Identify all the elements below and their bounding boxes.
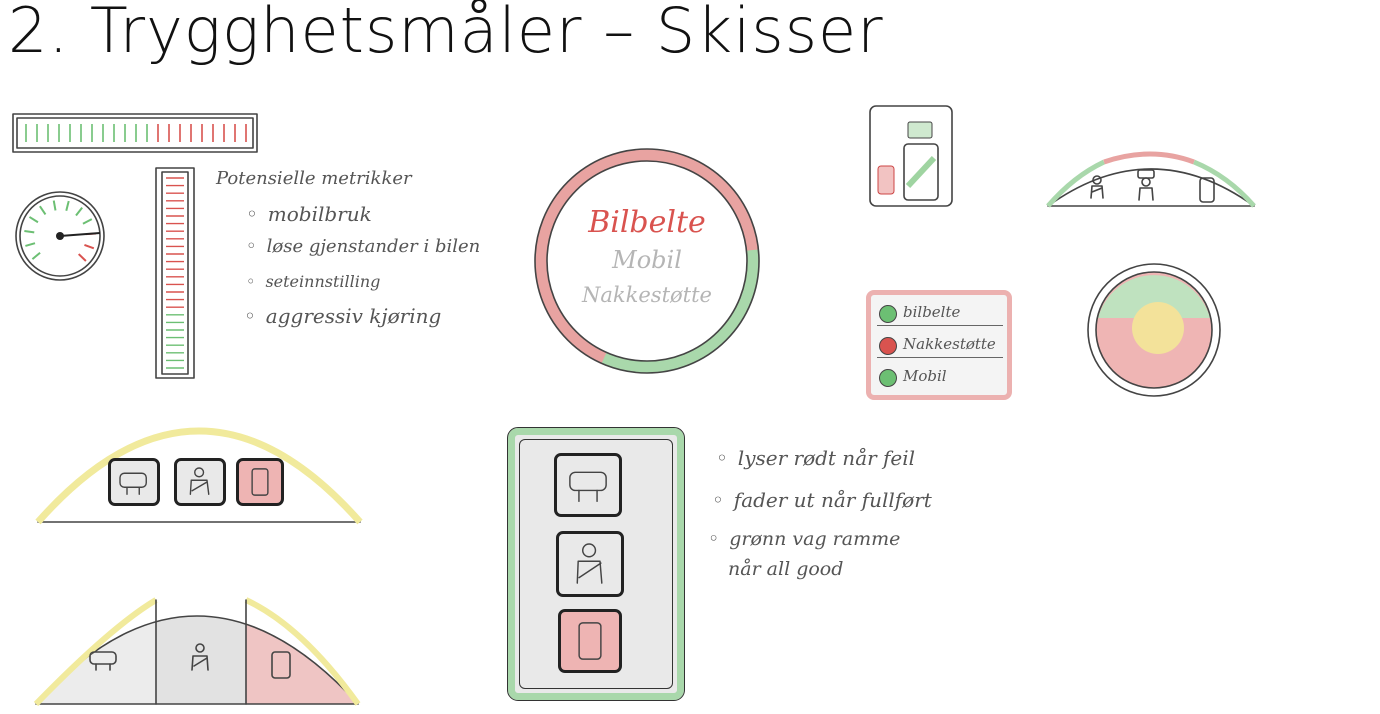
vertical-bar-gauge-sketch — [155, 167, 195, 379]
tile-phone-alert — [558, 609, 622, 673]
checklist-label: Nakkestøtte — [903, 335, 996, 353]
arc-tiles-sketch — [35, 427, 363, 525]
status-dot-icon — [879, 337, 897, 355]
checklist-row: Nakkestøtte — [877, 333, 1003, 358]
seatbelt-icon — [189, 467, 210, 495]
metric-item: seteinnstilling — [246, 272, 380, 291]
status-dot-icon — [879, 369, 897, 387]
tile-headrest — [554, 453, 622, 517]
status-dot-icon — [879, 305, 897, 323]
phone-icon — [578, 622, 602, 660]
seatbelt-icon — [576, 543, 603, 584]
note-item: fader ut når fullført — [712, 488, 932, 512]
arc-icon-bar-sketch — [1046, 151, 1256, 208]
headrest-icon — [119, 472, 147, 495]
tile-phone-alert — [236, 458, 284, 506]
tile-headrest — [108, 458, 160, 506]
checklist-row: Mobil — [877, 365, 1003, 389]
status-ring-sketch: Bilbelte Mobil Nakkestøtte — [534, 148, 760, 374]
color-blob-indicator-sketch — [1087, 263, 1221, 397]
tile-seatbelt — [174, 458, 226, 506]
note-item: grønn vag ramme — [708, 528, 900, 550]
headrest-icon — [569, 471, 607, 503]
ring-label-alert: Bilbelte — [587, 205, 706, 240]
phone-icon — [251, 468, 269, 496]
checklist-label: bilbelte — [903, 303, 961, 321]
segmented-arc-sketch — [33, 597, 361, 707]
horizontal-bar-gauge-sketch — [12, 113, 258, 153]
metric-item: løse gjenstander i bilen — [246, 236, 481, 257]
note-item: lyser rødt når feil — [716, 446, 915, 470]
phone-holder-sketch — [869, 105, 953, 207]
ring-label-muted: Mobil — [611, 246, 682, 274]
metric-item: mobilbruk — [246, 202, 372, 226]
ring-label-muted: Nakkestøtte — [581, 283, 712, 307]
dial-gauge-sketch — [15, 191, 105, 281]
note-item: når all good — [728, 558, 844, 580]
checklist-row: bilbelte — [877, 301, 1003, 326]
checklist-label: Mobil — [903, 367, 947, 385]
metric-item: aggressiv kjøring — [244, 304, 442, 328]
checklist-card: bilbelte Nakkestøtte Mobil — [866, 290, 1012, 400]
page-title: 2. Trygghetsmåler – Skisser — [8, 0, 884, 67]
metrics-heading: Potensielle metrikker — [216, 168, 412, 189]
tile-seatbelt — [556, 531, 624, 597]
